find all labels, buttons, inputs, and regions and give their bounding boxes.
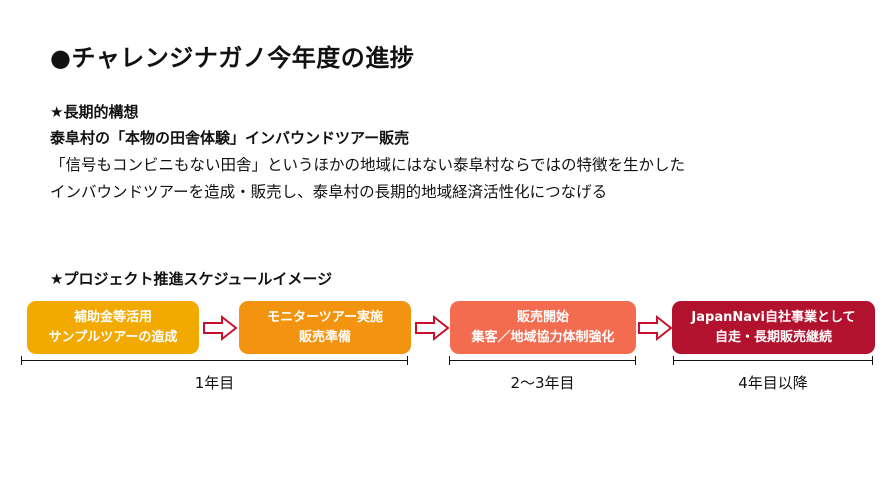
step-2-line-1: モニターツアー実施 [267,309,383,325]
page-title: ●チャレンジナガノ今年度の進捗 [50,44,415,72]
step-box-1: 補助金等活用 サンプルツアーの造成 [27,301,199,354]
step-4-line-1: JapanNavi自社事業として [691,309,856,325]
schedule-heading: ★プロジェクト推進スケジュールイメージ [50,270,333,288]
vision-heading: ★長期的構想 [50,103,139,121]
right-arrow-icon [638,314,673,342]
step-3-line-1: 販売開始 [516,309,569,325]
timeline-label-year-4: 4年目以降 [738,374,808,392]
step-box-2: モニターツアー実施 販売準備 [239,301,411,354]
timeline-label-year-2-3: 2〜3年目 [510,374,575,392]
vision-text-line-2: インバウンドツアーを造成・販売し、泰阜村の長期的地域経済活性化につなげる [50,183,608,201]
step-3-line-2: 集客／地域協力体制強化 [471,329,615,345]
timeline-label-year-1: 1年目 [194,374,235,392]
vision-text-line-1: 「信号もコンビニもない田舎」というほかの地域にはない泰阜村ならではの特徴を生かし… [50,156,686,174]
step-box-4: JapanNavi自社事業として 自走・長期販売継続 [672,301,875,354]
step-box-3: 販売開始 集客／地域協力体制強化 [450,301,636,354]
vision-subheading: 泰阜村の「本物の田舎体験」インバウンドツアー販売 [50,129,410,147]
step-1-line-2: サンプルツアーの造成 [48,329,178,345]
right-arrow-icon [415,314,450,342]
step-2-line-2: 販売準備 [298,329,351,345]
step-4-line-2: 自走・長期販売継続 [714,329,832,345]
right-arrow-icon [203,314,238,342]
step-1-line-1: 補助金等活用 [73,309,152,325]
